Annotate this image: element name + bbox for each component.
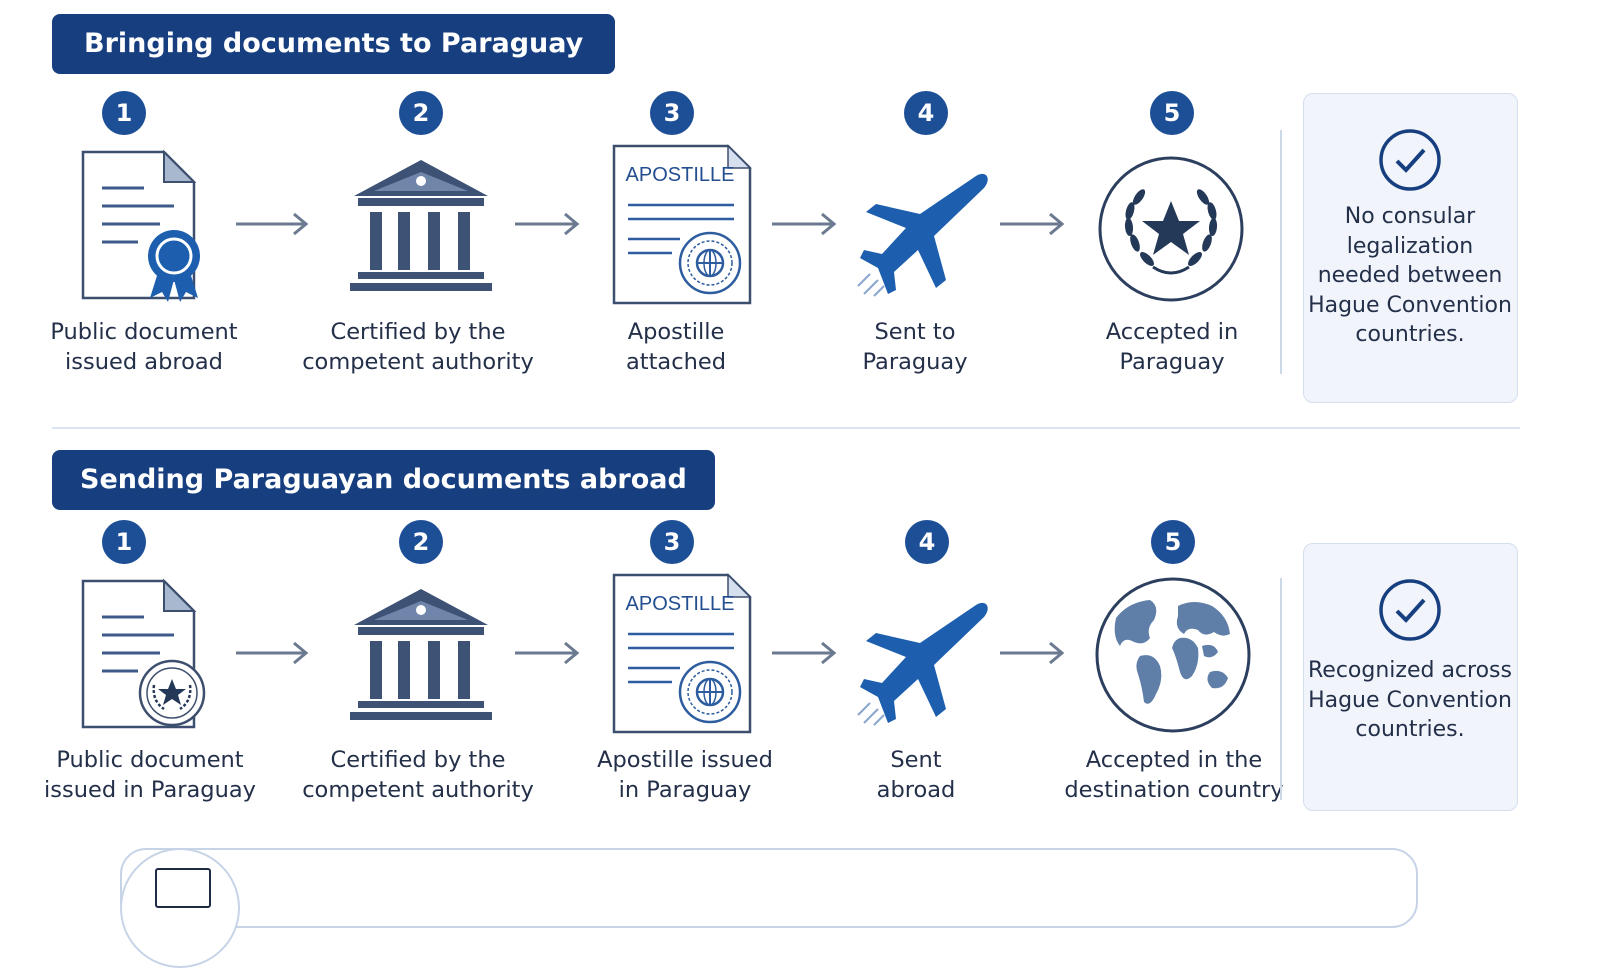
step-label: Sent to Paraguay <box>862 319 968 375</box>
section-title-bringing: Bringing documents to Paraguay <box>52 14 616 74</box>
government-building-icon <box>350 589 492 720</box>
section-divider <box>52 427 1520 429</box>
flow-arrow-icon <box>236 212 309 236</box>
apostille-document-icon: APOSTILLE <box>612 573 752 734</box>
apostille-document-icon: APOSTILLE <box>612 144 752 305</box>
step-label: Accepted in the destination country <box>1064 747 1284 803</box>
globe-icon <box>1095 577 1251 733</box>
step-label: Public document issued abroad <box>50 319 238 375</box>
step-number-badge: 1 <box>102 520 146 564</box>
airplane-icon <box>857 173 988 297</box>
checkmark-circle-icon <box>1379 129 1441 191</box>
separator-line <box>1280 130 1282 374</box>
separator-line <box>1280 578 1282 800</box>
step-number-badge: 1 <box>102 91 146 135</box>
step-label: Certified by the competent authority <box>302 747 534 803</box>
step-label: Public document issued in Paraguay <box>44 747 256 803</box>
step-number-badge: 2 <box>399 520 443 564</box>
step-label: Sent abroad <box>876 747 956 803</box>
step-number-badge: 5 <box>1150 91 1194 135</box>
flow-arrow-icon <box>1000 212 1065 236</box>
step-number-badge: 3 <box>650 520 694 564</box>
apostille-heading-text: APOSTILLE <box>626 164 735 186</box>
flow-arrow-icon <box>772 641 837 665</box>
bottom-info-panel <box>120 848 1418 928</box>
star-laurel-seal-icon <box>1098 156 1244 302</box>
airplane-icon <box>857 602 988 726</box>
info-note-panel: Recognized across Hague Convention count… <box>1303 543 1518 811</box>
certificate-document-icon <box>81 149 200 302</box>
checkmark-circle-icon <box>1379 579 1441 641</box>
sealed-document-icon <box>81 578 206 729</box>
step-number-badge: 4 <box>904 91 948 135</box>
apostille-heading-text: APOSTILLE <box>626 593 735 615</box>
flow-arrow-icon <box>772 212 837 236</box>
step-label: Apostille issued in Paraguay <box>597 747 773 803</box>
flow-arrow-icon <box>515 212 580 236</box>
flow-arrow-icon <box>236 641 309 665</box>
info-note-panel: No consular legalization needed between … <box>1303 93 1518 403</box>
step-label: Certified by the competent authority <box>302 319 534 375</box>
step-number-badge: 4 <box>905 520 949 564</box>
government-building-icon <box>350 160 492 291</box>
info-note-text: Recognized across Hague Convention count… <box>1308 658 1512 742</box>
step-label: Apostille attached <box>626 319 726 375</box>
document-icon <box>155 868 211 908</box>
step-number-badge: 5 <box>1151 520 1195 564</box>
step-label: Accepted in Paraguay <box>1105 319 1239 375</box>
flow-arrow-icon <box>1000 641 1065 665</box>
info-note-text: No consular legalization needed between … <box>1308 204 1512 347</box>
step-number-badge: 2 <box>399 91 443 135</box>
flow-arrow-icon <box>515 641 580 665</box>
step-number-badge: 3 <box>650 91 694 135</box>
section-title-sending: Sending Paraguayan documents abroad <box>52 450 715 510</box>
bottom-icon-circle <box>120 848 240 968</box>
